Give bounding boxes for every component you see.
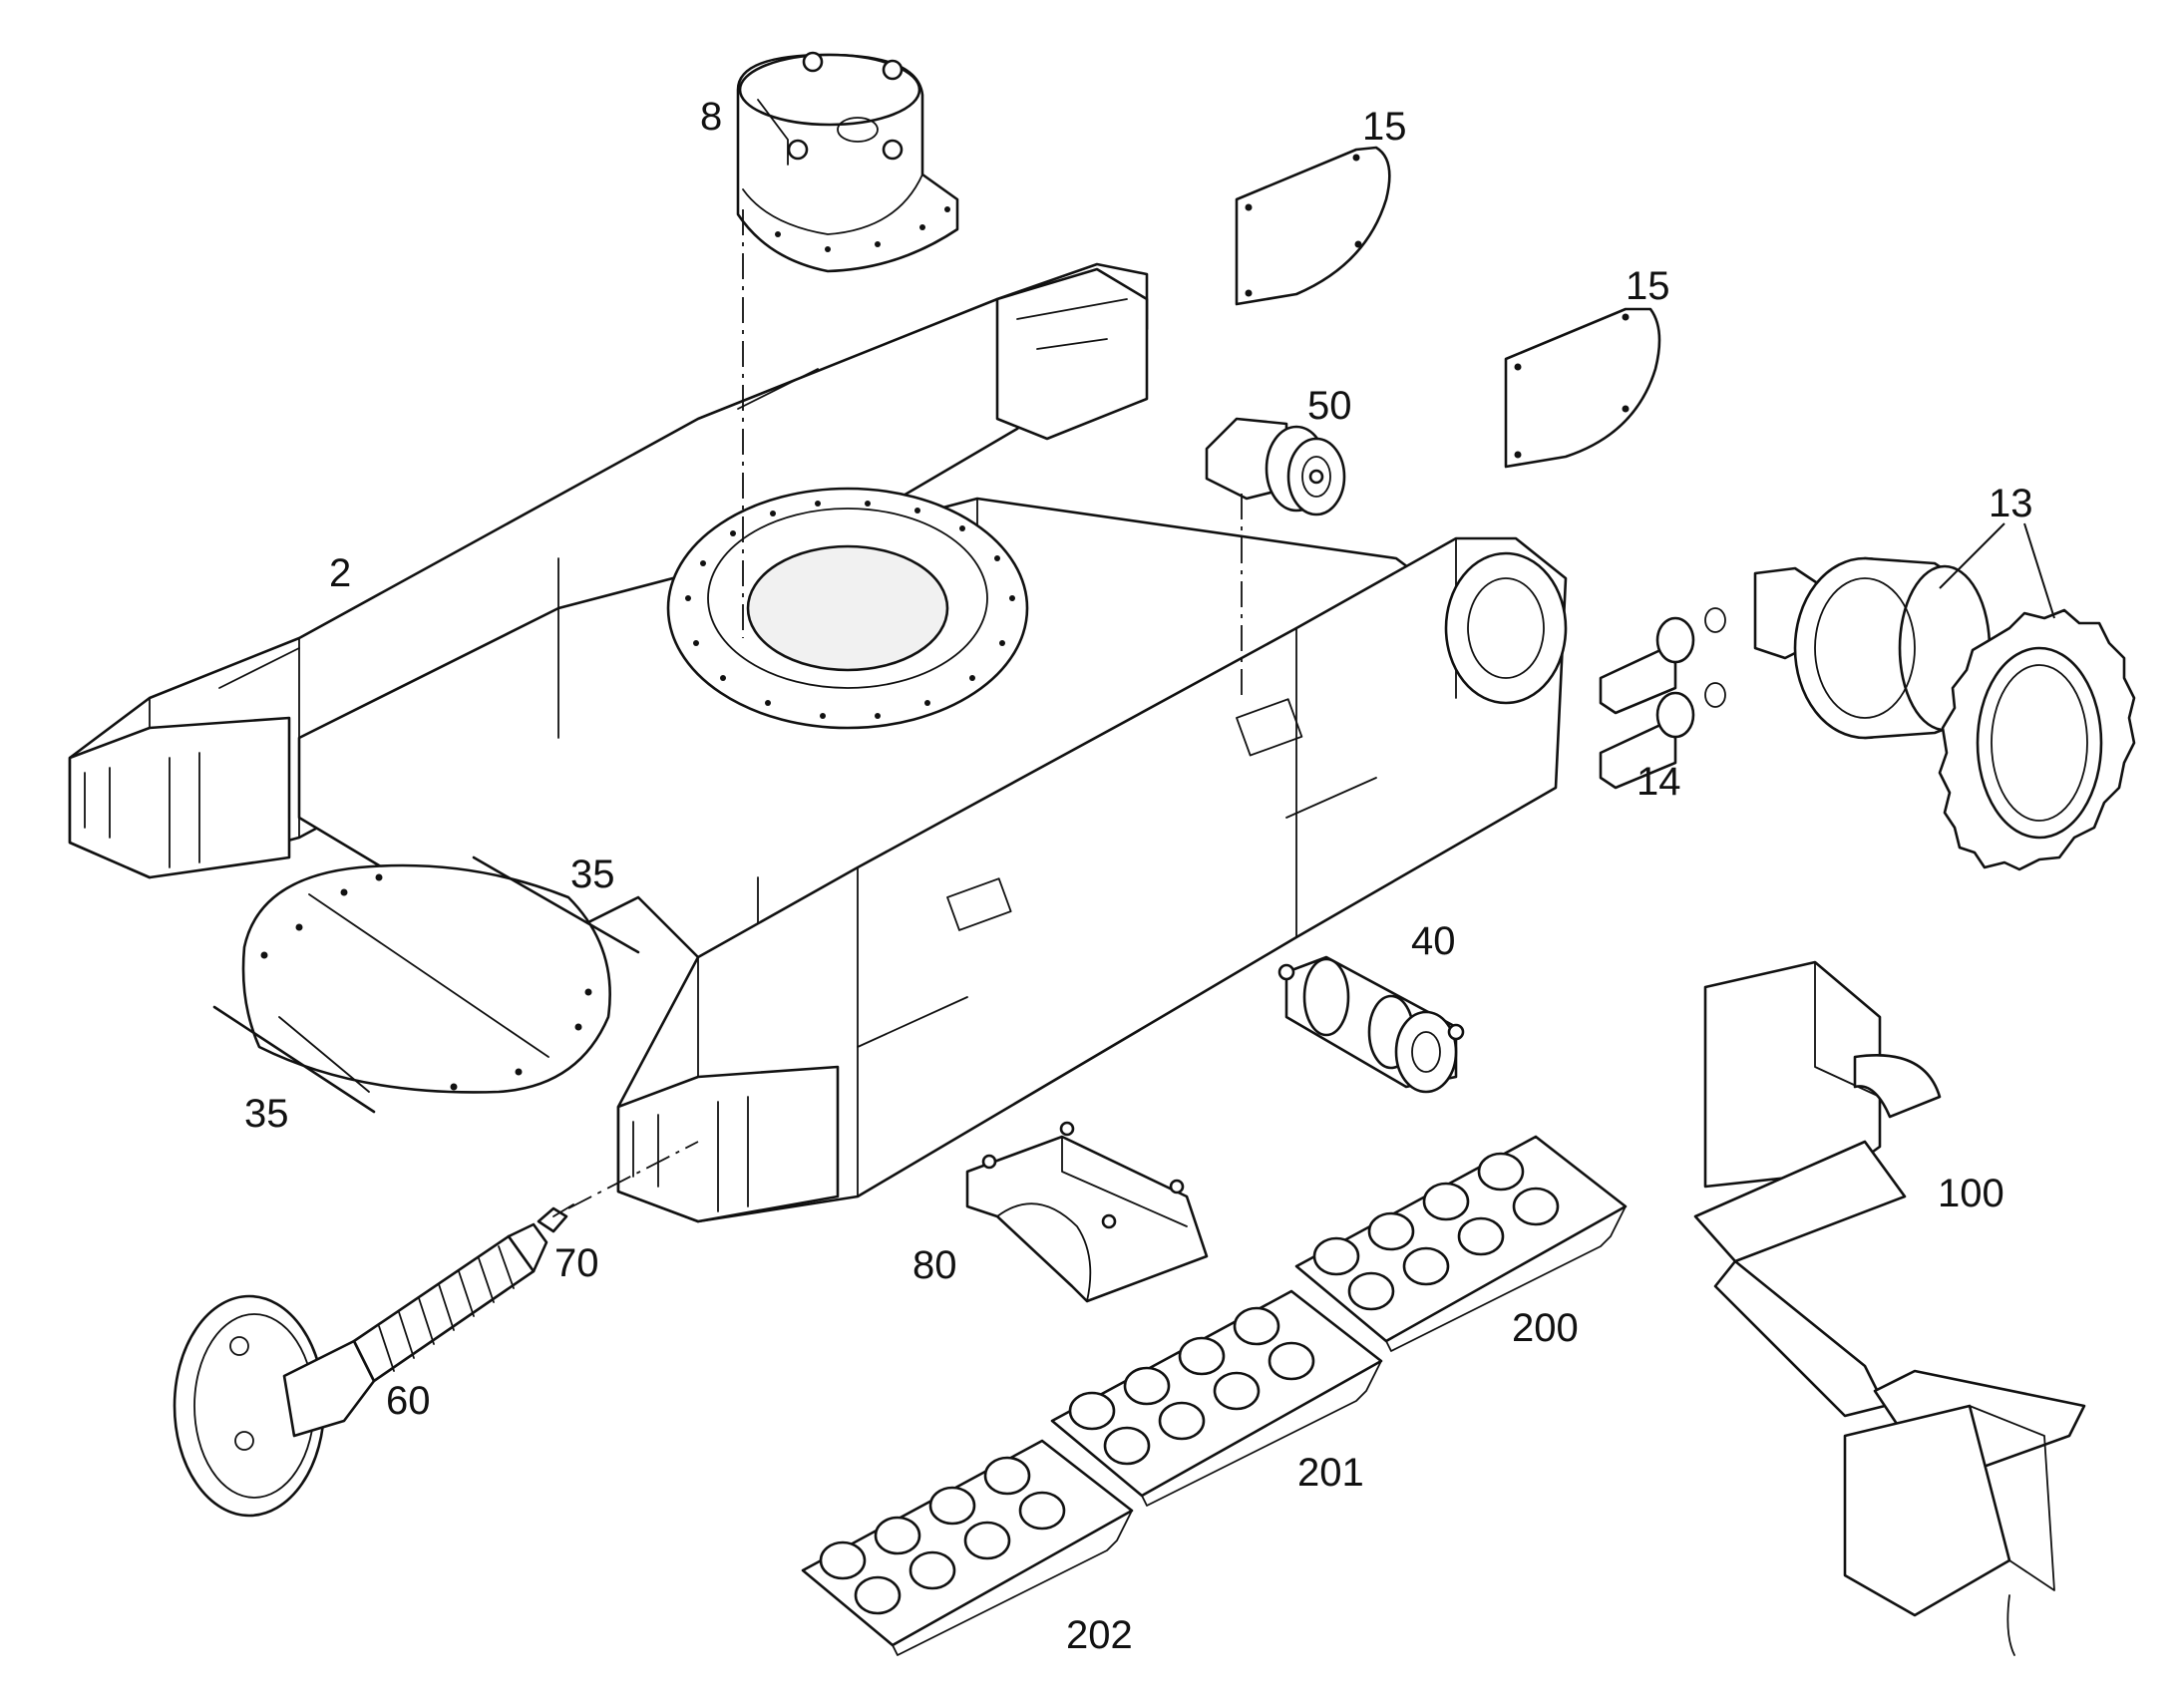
cover-plate-lower: [1504, 307, 1661, 469]
callout-15-upper: 15: [1362, 105, 1407, 149]
drive-sprocket: [1938, 608, 2136, 871]
track-chain-200: [1294, 1135, 1628, 1352]
swing-rotary-joint: [736, 51, 959, 273]
ring-bolt-holes: [685, 501, 1015, 719]
callout-13: 13: [1989, 482, 2033, 525]
track-guide: [965, 1121, 1209, 1303]
front-idler: [173, 1294, 376, 1518]
callout-15-lower: 15: [1626, 264, 1670, 308]
leader-13b: [2023, 522, 2055, 619]
grease-fitting: [537, 1203, 574, 1233]
callout-60: 60: [386, 1379, 431, 1423]
callout-50: 50: [1307, 384, 1352, 428]
callout-201: 201: [1297, 1451, 1364, 1495]
track-guard-assembly: [1693, 960, 2086, 1656]
carrier-roller: [1205, 417, 1346, 516]
track-roller: [1277, 955, 1465, 1094]
callout-14: 14: [1636, 760, 1681, 804]
callout-40: 40: [1411, 919, 1456, 963]
centerline-70: [567, 1141, 699, 1209]
callout-200: 200: [1512, 1306, 1579, 1350]
callout-80: 80: [912, 1243, 957, 1287]
guard-rod-upper: [472, 855, 640, 954]
leader-13a: [1939, 522, 2005, 589]
undercarriage-frame: [68, 262, 1568, 1223]
callout-70: 70: [554, 1241, 599, 1285]
callout-100: 100: [1938, 1172, 2004, 1215]
track-chain-201: [1050, 1289, 1383, 1507]
cover-plate-upper: [1235, 146, 1391, 306]
callout-202: 202: [1066, 1613, 1133, 1657]
track-chain-202: [801, 1439, 1134, 1656]
callout-2: 2: [329, 551, 351, 595]
recoil-spring: [352, 1222, 548, 1383]
hydraulic-fittings: [1599, 607, 1726, 790]
callout-35-lower: 35: [244, 1092, 289, 1136]
callout-8: 8: [700, 95, 722, 139]
callout-35-upper: 35: [570, 853, 615, 896]
belly-guard-plates: [241, 863, 611, 1094]
guard-rod-lower: [212, 1005, 376, 1114]
